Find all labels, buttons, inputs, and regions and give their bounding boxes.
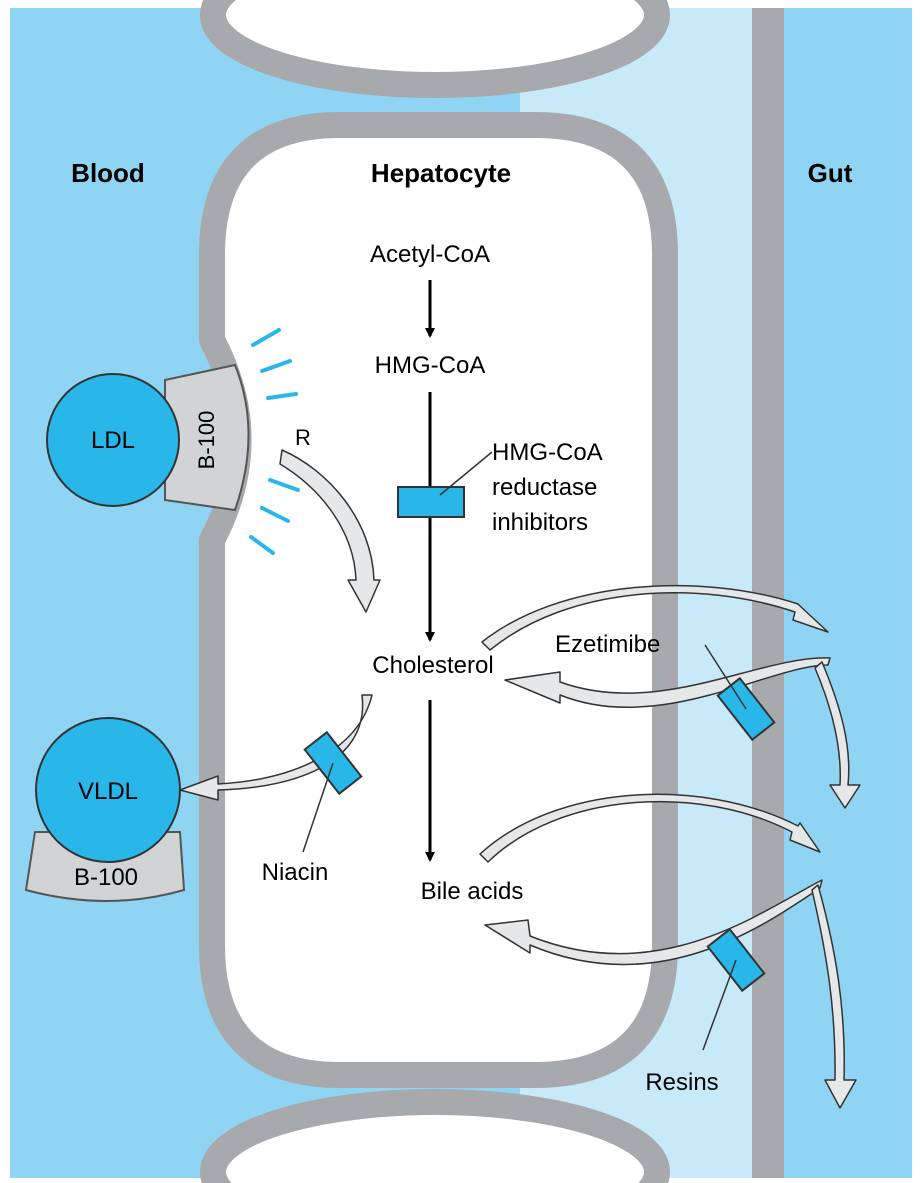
bile-excretion-arrow (811, 884, 857, 1109)
cholesterol-efflux-arrow (481, 584, 829, 651)
statin-label-line1: HMG-CoA (492, 439, 603, 466)
resins-label: Resins (645, 1069, 718, 1096)
gut-region (784, 8, 912, 1178)
statin-label-line2: reductase (492, 474, 597, 501)
bile-efflux-arrow (479, 793, 821, 863)
statin-blocker (397, 486, 465, 518)
hmg-coa-label: HMG-CoA (375, 352, 486, 379)
vldl-label: VLDL (78, 778, 138, 805)
bile-acids-label: Bile acids (421, 878, 524, 905)
receptor-label: R (295, 425, 311, 450)
blood-region-label: Blood (71, 158, 145, 188)
hepatocyte-cell (199, 112, 678, 1088)
resins-pointer (702, 959, 737, 1051)
ezetimibe-pointer (704, 644, 747, 710)
cholesterol-label: Cholesterol (372, 652, 493, 679)
hepatocyte-region-label: Hepatocyte (371, 158, 511, 188)
neighbor-cell-bottom (200, 1089, 670, 1183)
acetyl-coa-label: Acetyl-CoA (370, 241, 490, 268)
niacin-pointer (302, 762, 334, 853)
cholesterol-excretion-arrow (814, 661, 861, 809)
ldl-uptake-arrow (279, 449, 381, 613)
vldl-apo-label: B-100 (74, 864, 138, 891)
ldl-apo-label: B-100 (194, 411, 219, 470)
ldl-apo-b100-wedge (164, 363, 250, 512)
cholesterol-reabsorb-arrow (504, 657, 831, 709)
niacin-label: Niacin (262, 859, 329, 886)
bile-reabsorb-arrow (484, 879, 823, 966)
statin-pointer (439, 451, 493, 496)
ldl-particle (46, 373, 180, 507)
neighbor-cell-top (200, 0, 670, 98)
ldl-receptors (249, 328, 300, 555)
gut-region-label: Gut (808, 158, 853, 188)
ldl-label: LDL (91, 427, 135, 454)
statin-label-line3: inhibitors (492, 509, 588, 536)
ezetimibe-label: Ezetimibe (555, 631, 660, 658)
